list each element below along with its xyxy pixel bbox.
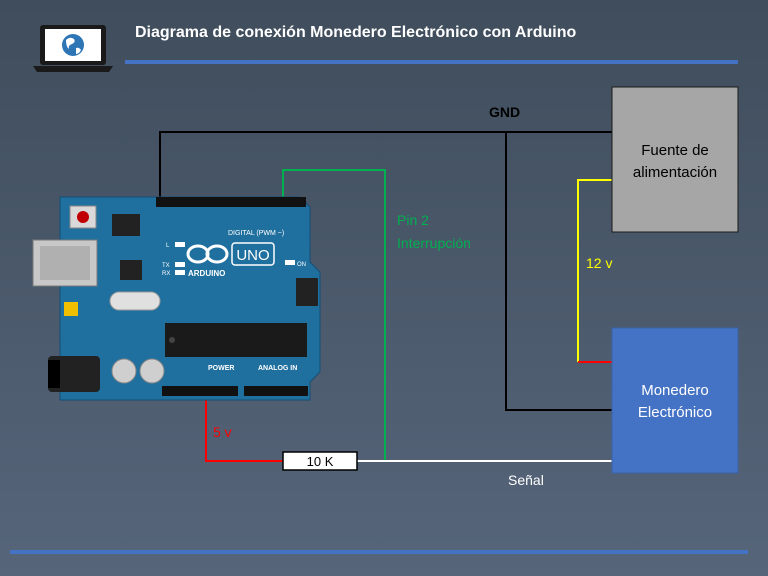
tx-label: TX <box>162 263 170 269</box>
resistor-label: 10 K <box>307 454 334 469</box>
slide-title: Diagrama de conexión Monedero Electrónic… <box>135 24 577 41</box>
coin-acceptor-line1: Monedero <box>641 382 709 399</box>
power-label: POWER <box>208 365 234 372</box>
digital-header <box>156 197 306 207</box>
on-label: ON <box>297 262 306 268</box>
5v-wire <box>205 390 283 462</box>
power-supply-line2: alimentación <box>633 164 717 181</box>
power-supply-box <box>611 86 739 233</box>
arduino-model-label: UNO <box>236 247 269 264</box>
laptop-globe-icon <box>33 25 113 72</box>
power-jack <box>48 356 100 392</box>
power-header <box>162 386 238 396</box>
title-underline <box>125 60 738 64</box>
analog-header <box>244 386 308 396</box>
coin-acceptor-line2: Electrónico <box>638 404 712 421</box>
arduino-logo-icon <box>186 244 229 264</box>
12v-wire <box>577 179 612 362</box>
analog-in-label: ANALOG IN <box>258 365 297 372</box>
digital-pwm-label: DIGITAL (PWM ~) <box>228 230 284 237</box>
rx-label: RX <box>162 271 170 277</box>
interrupt-label: Interrupción <box>397 235 471 251</box>
pin2-label: Pin 2 <box>397 212 429 228</box>
coin-acceptor-box <box>611 327 739 474</box>
gnd-wire <box>159 131 612 200</box>
gnd-wire-to-coin <box>505 132 612 411</box>
12v-label: 12 v <box>586 255 612 271</box>
power-supply-line1: Fuente de <box>641 142 709 159</box>
l-label: L <box>166 243 170 249</box>
5v-label: 5 v <box>213 424 232 440</box>
capacitor-2 <box>139 358 165 384</box>
signal-label: Señal <box>508 472 544 488</box>
capacitor-1 <box>111 358 137 384</box>
gnd-label: GND <box>489 104 520 120</box>
arduino-brand-label: ARDUINO <box>188 269 225 278</box>
resistor <box>282 451 358 471</box>
bottom-rule <box>10 550 748 554</box>
arduino-uno-board: UNO ARDUINO DIGITAL (PWM ~) ANALOG IN PO… <box>32 196 321 401</box>
atmega-chip <box>165 323 307 357</box>
crystal <box>109 291 161 311</box>
